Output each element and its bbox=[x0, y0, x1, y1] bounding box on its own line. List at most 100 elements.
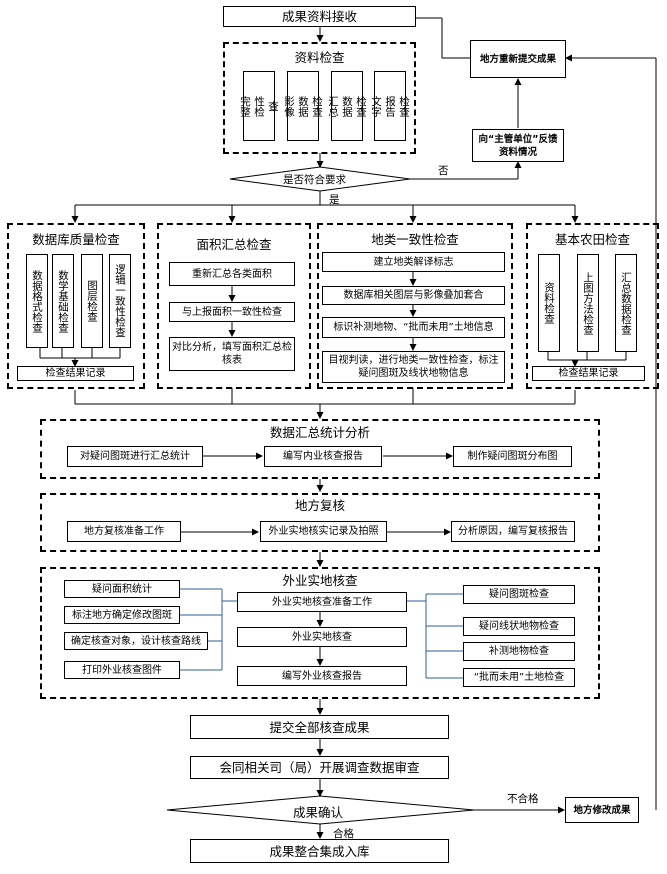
farmland-record-box: 检查结果记录 bbox=[532, 366, 645, 381]
db-item-label: 图层检查 bbox=[86, 280, 98, 322]
field-left-1: 疑问面积统计 bbox=[64, 580, 180, 598]
material-check-title: 资料检查 bbox=[294, 50, 345, 65]
material-item-label: 检查 bbox=[398, 95, 410, 117]
summary-step-3: 制作疑问图斑分布图 bbox=[453, 446, 572, 467]
submit-box: 提交全部核查成果 bbox=[190, 715, 449, 739]
farmland-item-label: 汇总数据检查 bbox=[620, 271, 632, 335]
farmland-item-data: 汇总数据检查 bbox=[615, 254, 637, 352]
landuse-step-label: 标识补测地物、“批而未用”土地信息 bbox=[333, 322, 494, 333]
field-right-1: 疑问图斑检查 bbox=[463, 585, 575, 604]
db-record-box: 检查结果记录 bbox=[17, 366, 134, 381]
landuse-step-2: 数据库相关图层与影像叠加套合 bbox=[322, 286, 505, 305]
summary-step-label: 编写内业核查报告 bbox=[283, 451, 363, 462]
field-right-4: “批而未用”土地检查 bbox=[463, 668, 575, 687]
db-check-title: 数据库质量检查 bbox=[32, 232, 120, 247]
feedback-box: 向“主管单位”反馈资料情况 bbox=[472, 129, 564, 162]
material-item-summary: 汇总数据检查 bbox=[327, 71, 367, 141]
db-item-label: 逻辑一致性检查 bbox=[114, 264, 126, 338]
material-item-complete: 完整性检查 bbox=[239, 71, 279, 141]
field-right-label: 疑问线状地物检查 bbox=[479, 621, 559, 632]
local-step-3: 分析原因，编写复核报告 bbox=[451, 521, 575, 542]
landuse-step-3: 标识补测地物、“批而未用”土地信息 bbox=[322, 317, 505, 338]
db-record-label: 检查结果记录 bbox=[45, 368, 106, 379]
db-item-math: 数学基础检查 bbox=[52, 254, 74, 348]
material-item-label: 数据 bbox=[341, 95, 353, 117]
material-item-label: 数据 bbox=[297, 95, 309, 117]
db-item-label: 数学基础检查 bbox=[57, 269, 69, 333]
fail-label: 不合格 bbox=[507, 793, 539, 805]
local-step-label: 分析原因，编写复核报告 bbox=[458, 526, 568, 537]
field-center-label: 外业实地核查准备工作 bbox=[272, 596, 372, 608]
field-right-2: 疑问线状地物检查 bbox=[463, 617, 575, 636]
resubmit-box: 地方重新提交成果 bbox=[470, 40, 566, 78]
submit-label: 提交全部核查成果 bbox=[269, 719, 370, 735]
landuse-check-title: 地类一致性检查 bbox=[371, 232, 459, 247]
area-check-group bbox=[157, 223, 311, 389]
field-left-label: 标注地方确定修改图斑 bbox=[72, 609, 172, 621]
local-step-label: 外业实地核实记录及拍照 bbox=[268, 526, 379, 537]
review-label: 会同相关司（局）开展调查数据审查 bbox=[219, 760, 420, 775]
field-center-3: 编写外业核查报告 bbox=[237, 666, 407, 686]
decision-label: 是否符合要求 bbox=[283, 174, 346, 186]
area-check-title: 面积汇总检查 bbox=[196, 237, 272, 252]
farmland-item-label: 资料检查 bbox=[543, 282, 555, 324]
area-step-1: 重新汇总各类面积 bbox=[169, 262, 295, 286]
landuse-step-label: 目视判读，进行地类一致性检查，标注疑问图斑及线状地物信息 bbox=[328, 355, 499, 379]
area-step-2: 与上报面积一致性检查 bbox=[169, 302, 295, 322]
farmland-check-title: 基本农田检查 bbox=[554, 232, 630, 247]
field-right-label: “批而未用”土地检查 bbox=[473, 672, 565, 683]
material-item-label: 检查 bbox=[355, 95, 367, 117]
field-left-label: 疑问面积统计 bbox=[92, 583, 152, 595]
field-left-3: 确定核查对象，设计核查路线 bbox=[64, 632, 208, 650]
db-item-format: 数据格式检查 bbox=[26, 254, 48, 348]
material-item-label: 性检 bbox=[253, 95, 265, 117]
receive-box: 成果资料接收 bbox=[223, 6, 416, 27]
field-center-label: 外业实地核查 bbox=[292, 631, 352, 643]
material-check-group bbox=[223, 42, 416, 154]
confirm-label: 成果确认 bbox=[293, 805, 344, 820]
area-step-label: 与上报面积一致性检查 bbox=[182, 306, 282, 318]
landuse-step-label: 数据库相关图层与影像叠加套合 bbox=[343, 290, 484, 301]
field-left-label: 确定核查对象，设计核查路线 bbox=[71, 635, 201, 647]
summary-step-1: 对疑问图斑进行汇总统计 bbox=[67, 446, 203, 467]
local-step-label: 地方复核准备工作 bbox=[84, 526, 164, 537]
summary-title: 数据汇总统计分析 bbox=[269, 425, 370, 440]
area-step-label: 对比分析，填写面积汇总检核表 bbox=[172, 342, 292, 366]
summary-step-label: 对疑问图斑进行汇总统计 bbox=[80, 451, 190, 462]
landuse-step-1: 建立地类解译标志 bbox=[322, 252, 505, 272]
material-item-image: 影像数据检查 bbox=[283, 71, 323, 141]
field-left-label: 打印外业核查图件 bbox=[82, 664, 162, 676]
modify-box: 地方修改成果 bbox=[565, 797, 639, 823]
feedback-label: 向“主管单位”反馈资料情况 bbox=[478, 133, 558, 158]
db-item-layer: 图层检查 bbox=[81, 254, 103, 348]
field-right-3: 补测地物检查 bbox=[463, 642, 575, 661]
material-item-label: 完整 bbox=[239, 95, 251, 117]
landuse-step-4: 目视判读，进行地类一致性检查，标注疑问图斑及线状地物信息 bbox=[322, 351, 505, 383]
field-right-label: 疑问图斑检查 bbox=[489, 589, 549, 600]
db-item-logic: 逻辑一致性检查 bbox=[109, 254, 131, 348]
local-step-1: 地方复核准备工作 bbox=[67, 521, 181, 542]
material-item-label: 报告 bbox=[384, 95, 396, 117]
field-center-1: 外业实地核查准备工作 bbox=[237, 592, 407, 612]
db-item-label: 数据格式检查 bbox=[31, 269, 43, 333]
farmland-item-label: 上图方法检查 bbox=[582, 271, 594, 335]
no-label: 否 bbox=[438, 165, 449, 177]
farmland-check-group bbox=[526, 223, 659, 389]
material-item-report: 文字报告检查 bbox=[370, 71, 410, 141]
yes-label: 是 bbox=[329, 194, 340, 206]
field-right-label: 补测地物检查 bbox=[489, 646, 549, 657]
farmland-record-label: 检查结果记录 bbox=[558, 368, 619, 379]
resubmit-label: 地方重新提交成果 bbox=[479, 53, 556, 65]
local-review-group bbox=[40, 493, 600, 552]
area-step-label: 重新汇总各类面积 bbox=[192, 268, 272, 280]
material-item-label: 检查 bbox=[311, 95, 323, 117]
receive-label: 成果资料接收 bbox=[281, 9, 357, 24]
material-item-label: 文字 bbox=[370, 95, 382, 117]
farmland-item-material: 资料检查 bbox=[538, 254, 560, 352]
landuse-check-group bbox=[317, 223, 513, 389]
summary-step-label: 制作疑问图斑分布图 bbox=[467, 451, 558, 462]
field-check-title: 外业实地核查 bbox=[282, 573, 358, 588]
final-label: 成果整合集成入库 bbox=[269, 843, 370, 859]
